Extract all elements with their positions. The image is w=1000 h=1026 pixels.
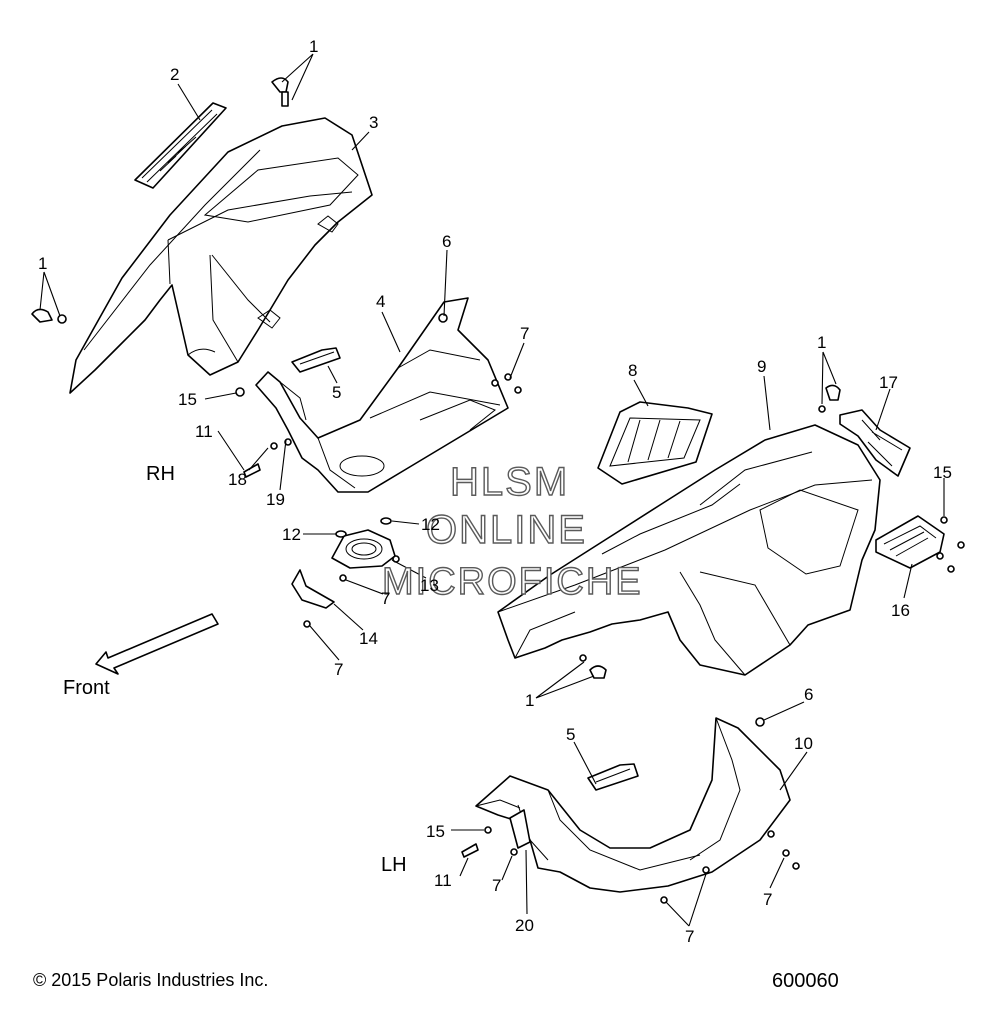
callout-2: 2 <box>170 65 180 84</box>
callout-5-bottom: 5 <box>566 725 576 744</box>
copyright-text: © 2015 Polaris Industries Inc. <box>33 970 269 990</box>
callout-8: 8 <box>628 361 638 380</box>
callout-15-top: 15 <box>178 390 197 409</box>
part-5-handle-bottom <box>587 763 639 791</box>
callout-7-e: 7 <box>685 927 695 946</box>
callout-12-right: 12 <box>421 515 440 534</box>
watermark-line-1: HLSM <box>449 460 570 504</box>
part-16-vent <box>875 515 965 573</box>
lh-fasteners <box>461 717 800 904</box>
callout-3: 3 <box>369 113 379 132</box>
watermark-line-3: MICROFICHE <box>381 561 643 603</box>
diagram-part-number: 600060 <box>772 970 839 992</box>
callout-15-bottom: 15 <box>426 822 445 841</box>
callout-4: 4 <box>376 292 386 311</box>
callout-7-c: 7 <box>334 660 344 679</box>
part-10-lh-lower-panel <box>475 717 791 893</box>
callout-7-d: 7 <box>492 876 502 895</box>
callout-11-top: 11 <box>195 422 213 441</box>
part-4-side-panel <box>255 297 509 493</box>
front-label: Front <box>63 677 110 699</box>
leader-lines <box>39 53 945 927</box>
callout-1-left: 1 <box>38 254 48 273</box>
callout-6-bottom: 6 <box>804 685 814 704</box>
callout-20: 20 <box>515 916 534 935</box>
part-3-hood-panel <box>69 117 373 394</box>
callout-9: 9 <box>757 357 767 376</box>
callout-16: 16 <box>891 601 910 620</box>
callout-15-right: 15 <box>933 463 952 482</box>
callout-17: 17 <box>879 373 898 392</box>
part-14-bracket <box>291 569 335 609</box>
lh-label: LH <box>381 854 407 876</box>
callout-7-b: 7 <box>381 589 391 608</box>
callout-6-top: 6 <box>442 232 452 251</box>
part-9-lh-hood <box>497 424 881 676</box>
part-5-handle-top <box>291 347 341 373</box>
rh-label: RH <box>146 463 175 485</box>
callout-11-bottom: 11 <box>434 871 452 890</box>
part-2-vent <box>134 102 227 189</box>
callout-13: 13 <box>420 576 439 595</box>
callout-1-right: 1 <box>817 333 827 352</box>
callout-1-top: 1 <box>309 37 319 56</box>
callout-10: 10 <box>794 734 813 753</box>
callout-7-f: 7 <box>763 890 773 909</box>
callout-12-left: 12 <box>282 525 301 544</box>
callout-7-a: 7 <box>520 324 530 343</box>
part-20-bracket <box>509 809 531 849</box>
callout-1-bottom: 1 <box>525 691 535 710</box>
callout-5-top: 5 <box>332 383 342 402</box>
part-1-push-pins <box>31 77 841 679</box>
part-17-vent <box>839 409 911 477</box>
part-8-vent <box>597 401 713 485</box>
callout-18: 18 <box>228 470 247 489</box>
part-13-speaker-ring <box>331 529 396 569</box>
callout-19: 19 <box>266 490 285 509</box>
watermark-line-2: ONLINE <box>425 508 587 552</box>
front-arrow <box>95 613 219 675</box>
callout-14: 14 <box>359 629 378 648</box>
